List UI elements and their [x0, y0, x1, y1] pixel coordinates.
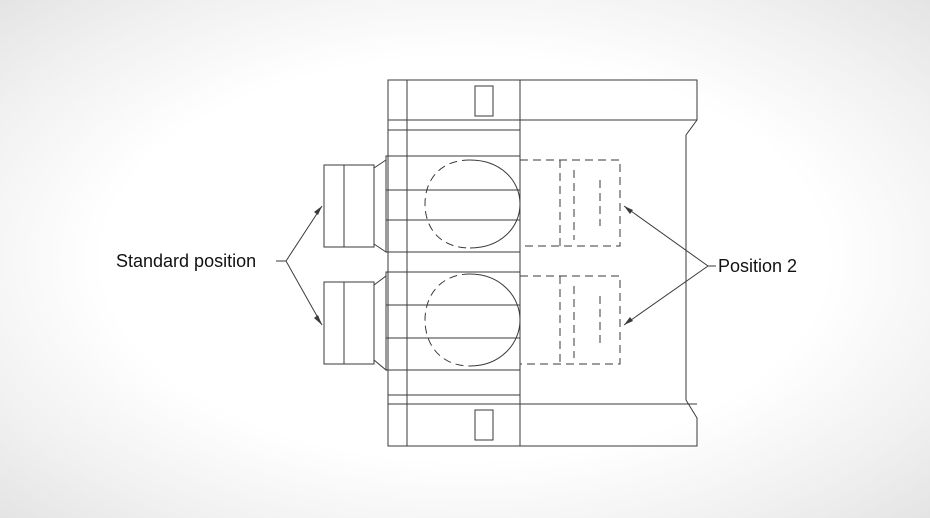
housing-outline — [387, 79, 698, 447]
lower-dome-hidden — [424, 273, 471, 367]
upper-plug-cap — [323, 164, 375, 248]
lower-plug-cap — [323, 281, 375, 365]
lower-dome — [469, 273, 521, 367]
upper-dome-hidden — [424, 159, 471, 249]
standard-position-label: Standard position — [116, 251, 256, 271]
housing — [387, 79, 698, 447]
position2-leader-lower — [623, 265, 709, 326]
upper-dome — [469, 159, 521, 249]
bottom-slot — [474, 409, 494, 441]
lower-connector — [323, 271, 621, 372]
upper-position2-outline — [520, 159, 621, 247]
lower-body — [385, 271, 521, 371]
position2-arrow-lower — [624, 317, 633, 325]
position2-leaders — [623, 205, 716, 326]
standard-arrow-upper — [314, 206, 322, 215]
standard-arrow-lower — [314, 315, 322, 325]
position2-leader-upper — [623, 205, 709, 267]
lower-plug-neck — [373, 275, 387, 372]
lower-position2-outline — [520, 275, 621, 365]
upper-body — [385, 155, 521, 253]
upper-connector — [323, 155, 621, 253]
standard-leaders — [276, 205, 323, 326]
upper-plug-neck — [373, 159, 387, 253]
position-2-label: Position 2 — [718, 256, 797, 276]
position2-arrow-upper — [624, 206, 633, 214]
standard-leader-lower — [285, 260, 323, 326]
standard-leader-upper — [285, 205, 323, 262]
top-slot — [474, 85, 494, 117]
